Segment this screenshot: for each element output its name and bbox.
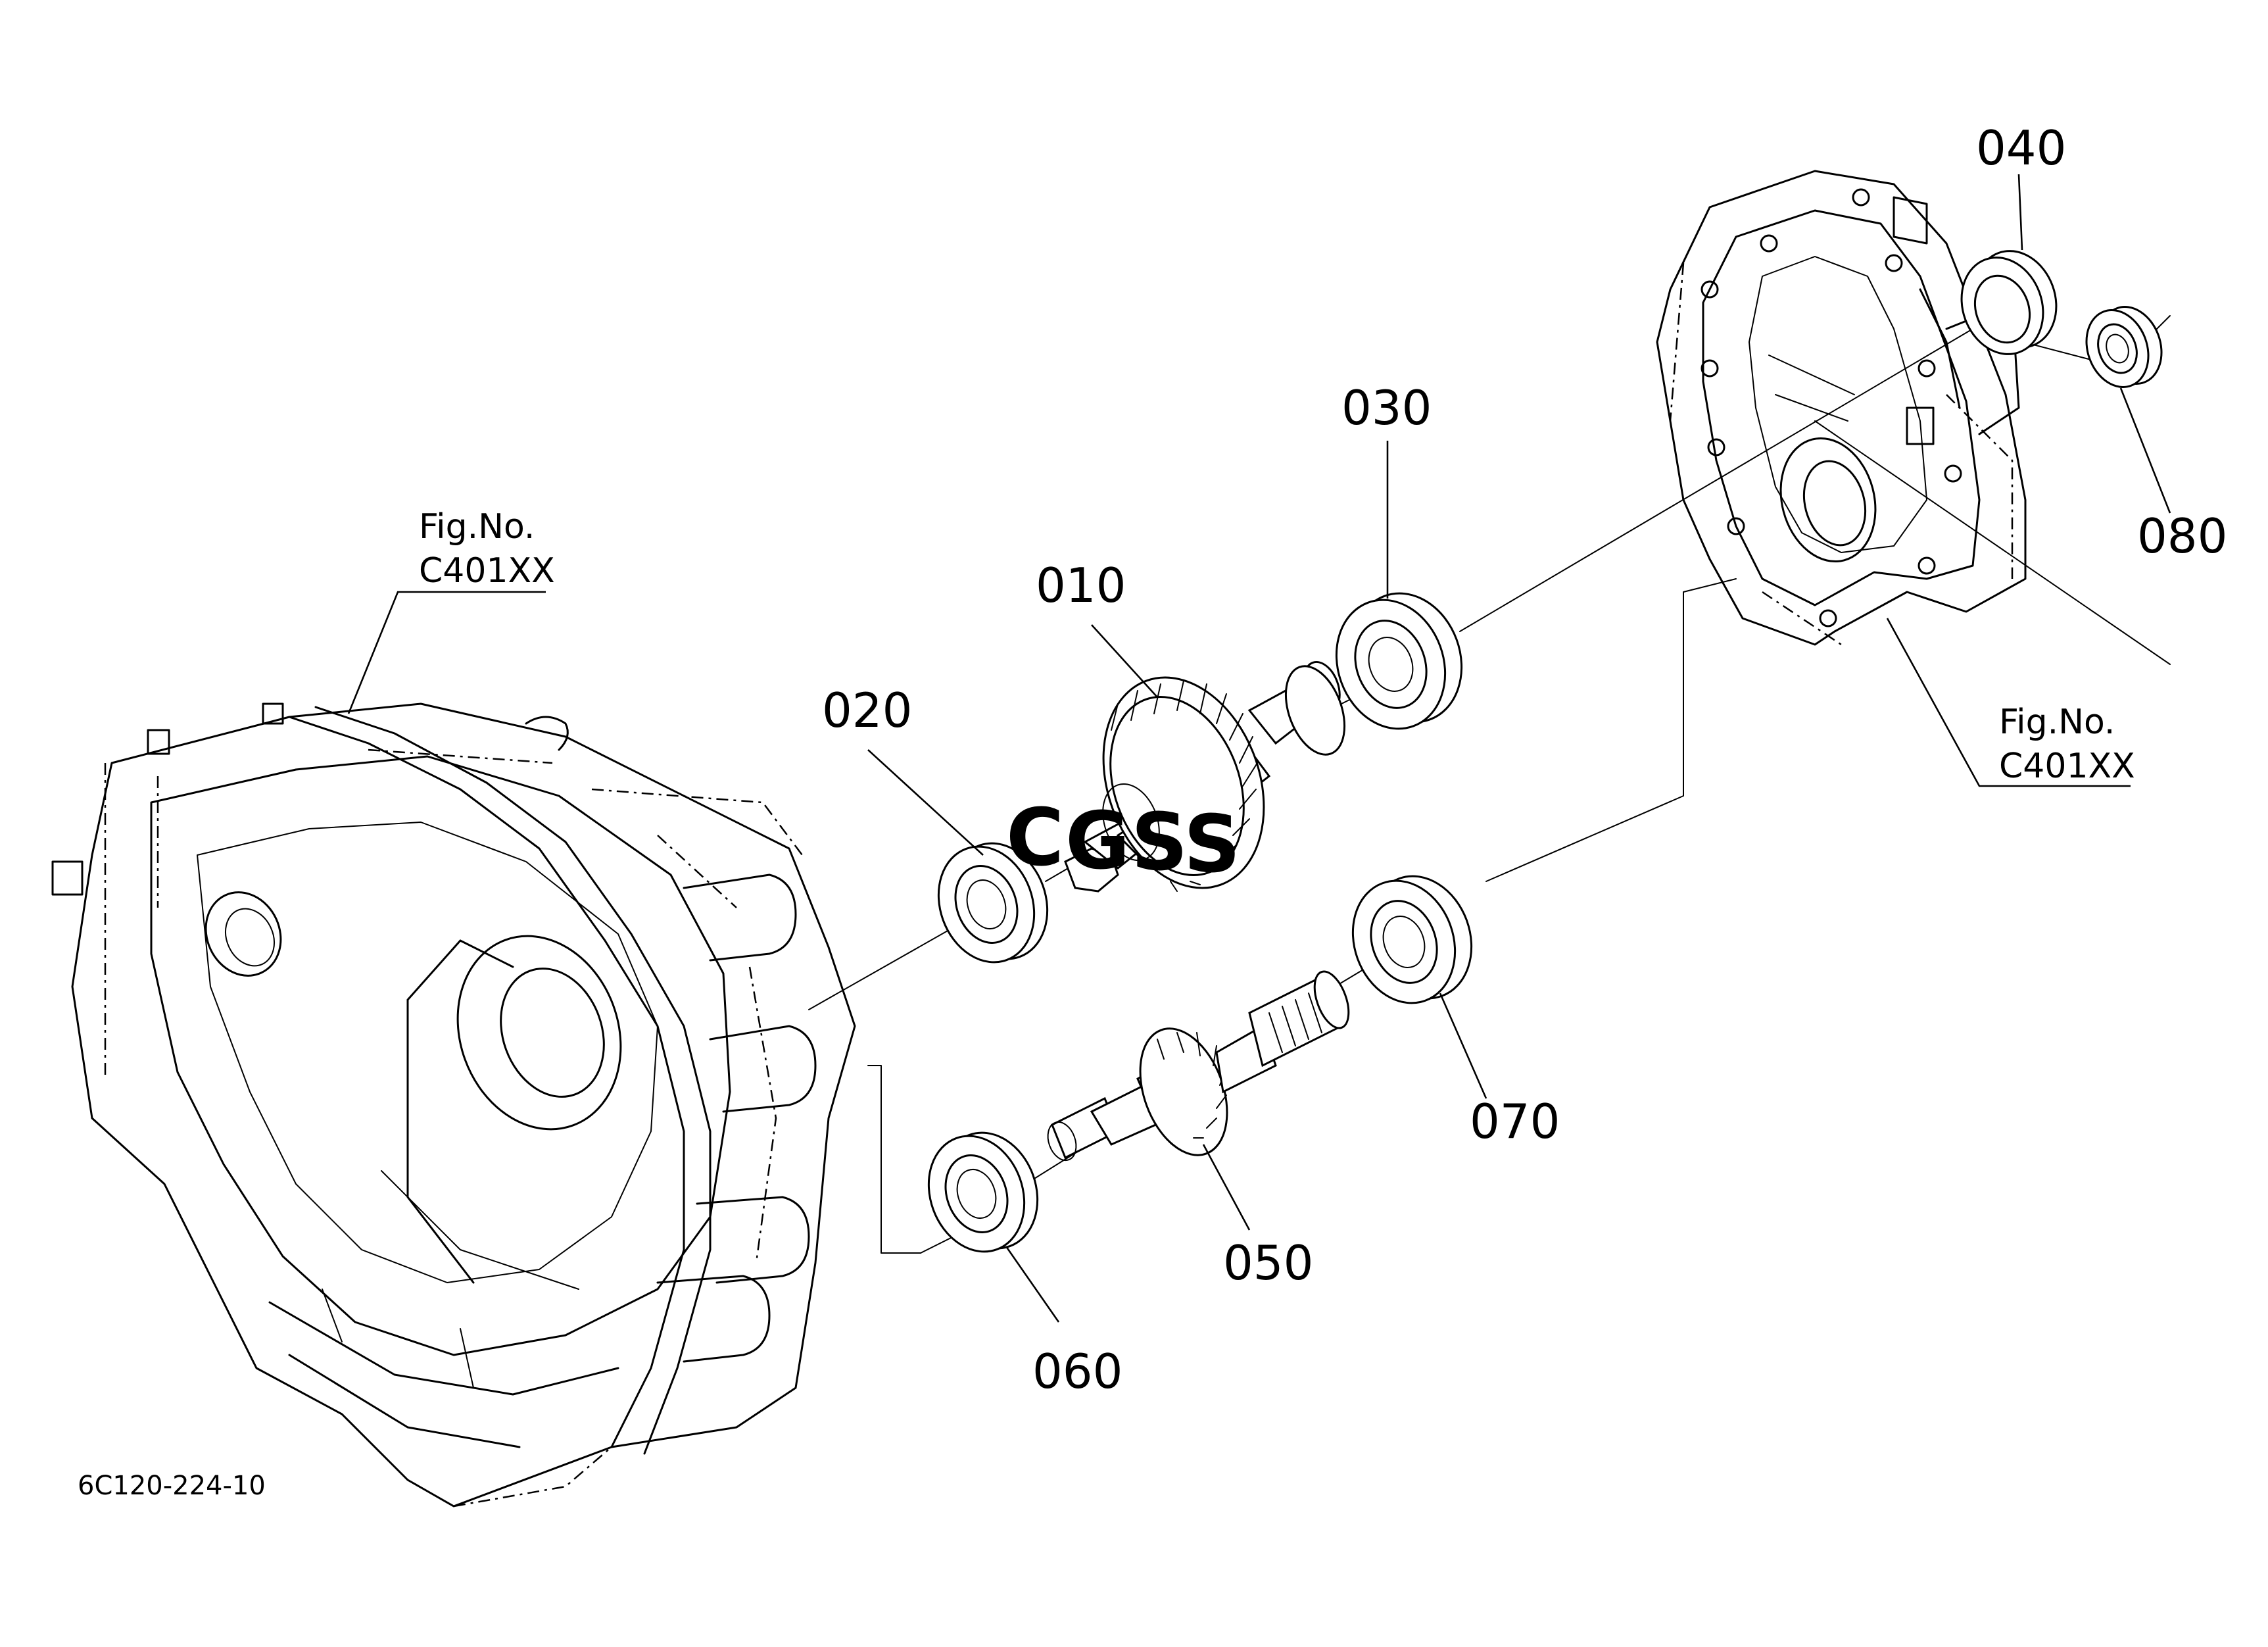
figure-reference-right-line2: C401XX [1999, 747, 2135, 786]
callout-080: 080 [2137, 508, 2227, 564]
callout-020: 020 [822, 683, 912, 738]
spline-050 [1268, 993, 1322, 1053]
callout-labels: 010 020 030 040 080 060 050 070 [822, 120, 2227, 1399]
watermark-letter-g: G [1065, 796, 1130, 887]
gear-teeth-010 [1111, 680, 1258, 892]
callout-070: 070 [1470, 1094, 1560, 1149]
rear-housing [1656, 170, 2027, 646]
gear-shaft-010 [1064, 660, 1346, 893]
bearing-030 [1335, 592, 1463, 730]
callout-030: 030 [1341, 380, 1432, 435]
figure-reference-right-line1: Fig.No. [1999, 702, 2115, 742]
seal-080 [2085, 306, 2163, 388]
watermark-letter-c: C [1006, 793, 1064, 884]
watermark-logo: C G S S [1006, 793, 1240, 891]
callout-050: 050 [1223, 1235, 1313, 1291]
seal-040 [1960, 250, 2058, 355]
figure-reference-left: Fig.No. C401XX [419, 507, 555, 591]
figure-reference-left-line1: Fig.No. [419, 507, 535, 547]
watermark-letter-s2: S [1184, 799, 1240, 891]
front-housing [51, 702, 856, 1508]
figure-reference-right: Fig.No. C401XX [1999, 702, 2135, 786]
callout-060: 060 [1032, 1344, 1122, 1399]
drawing-number: 6C120-224-10 [78, 1471, 266, 1501]
leader-lines [347, 174, 2171, 1323]
figure-reference-left-line2: C401XX [419, 551, 555, 591]
watermark-letter-s1: S [1131, 797, 1188, 889]
bearing-020 [937, 842, 1049, 964]
callout-040: 040 [1976, 120, 2066, 176]
bearing-060 [927, 1131, 1039, 1253]
bearing-070 [1351, 875, 1473, 1004]
callout-010: 010 [1036, 558, 1126, 613]
output-shaft-050 [1047, 970, 1350, 1162]
